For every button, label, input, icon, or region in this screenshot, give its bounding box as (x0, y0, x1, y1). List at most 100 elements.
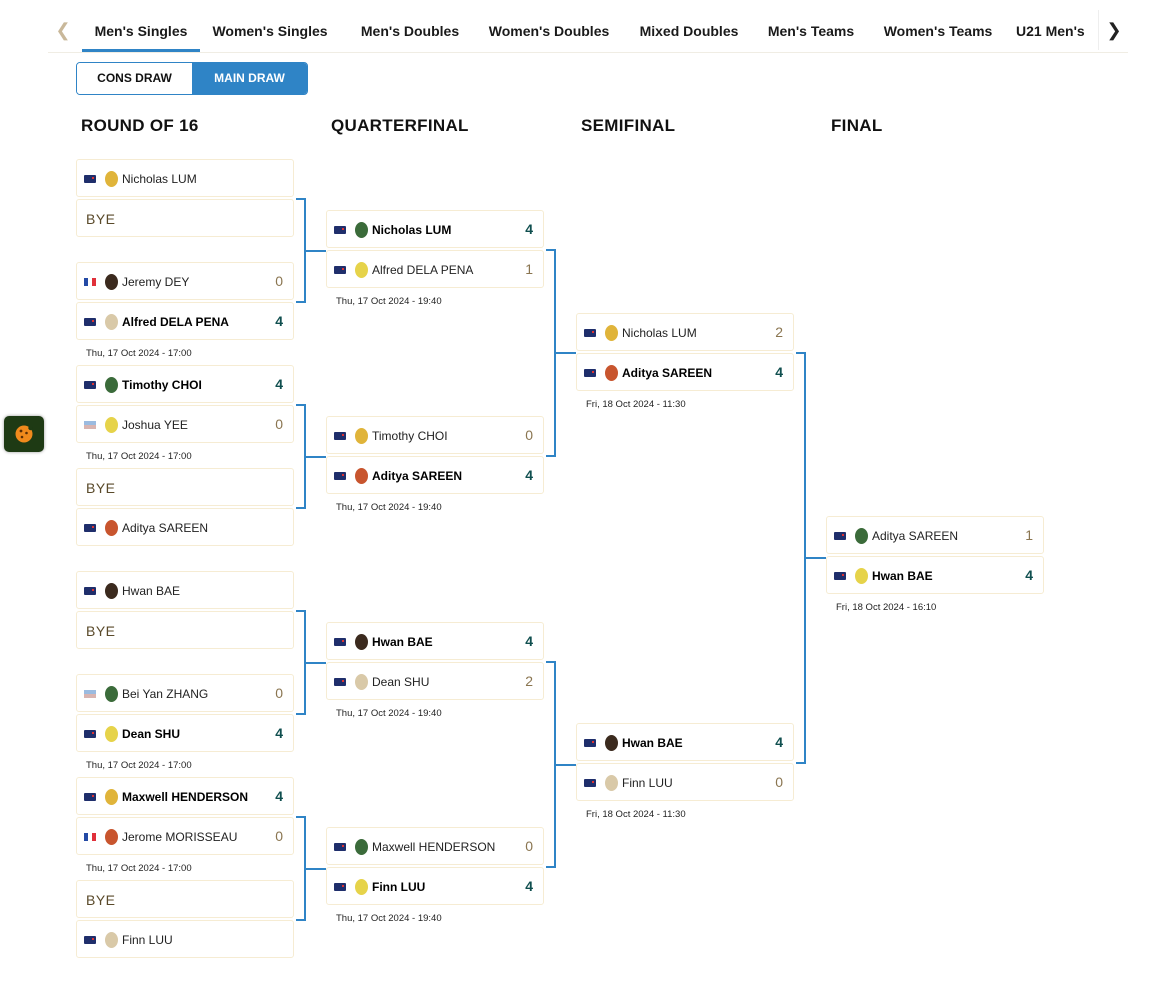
round-title-sf: SEMIFINAL (581, 116, 676, 135)
flag-icon (834, 532, 846, 540)
flag-icon (584, 329, 596, 337)
player-score: 1 (1025, 527, 1033, 543)
player-name: Nicholas LUM (622, 326, 697, 340)
tab-u21-mens[interactable]: U21 Men's (1016, 23, 1085, 39)
player-row[interactable]: Finn LUU (76, 920, 294, 958)
tab-mens-teams[interactable]: Men's Teams (767, 23, 855, 39)
player-avatar (605, 775, 618, 791)
match-time: Fri, 18 Oct 2024 - 16:10 (836, 602, 937, 613)
player-name: Jerome MORISSEAU (122, 830, 238, 844)
bye-row[interactable]: BYE (76, 199, 294, 237)
player-avatar (355, 634, 368, 650)
player-row[interactable]: Hwan BAE (76, 571, 294, 609)
bracket-connector-out (306, 661, 326, 664)
chevron-left-icon[interactable]: ❮ (55, 19, 71, 40)
bracket-connector-out (306, 867, 326, 870)
event-tab-bar: ❮ Men's Singles Women's Singles Men's Do… (48, 0, 1128, 53)
player-avatar (105, 520, 118, 536)
player-score: 4 (525, 633, 533, 649)
player-score: 2 (775, 324, 783, 340)
player-score: 0 (775, 774, 783, 790)
player-avatar (105, 789, 118, 805)
tab-womens-singles[interactable]: Women's Singles (212, 23, 328, 39)
player-avatar (105, 377, 118, 393)
player-row[interactable]: Hwan BAE 4 (326, 622, 544, 660)
flag-icon (584, 739, 596, 747)
flag-icon (84, 587, 96, 595)
tab-mixed-doubles[interactable]: Mixed Doubles (639, 23, 739, 39)
player-avatar (105, 583, 118, 599)
flag-icon (334, 678, 346, 686)
flag-icon (84, 175, 96, 183)
cookie-settings-button[interactable] (4, 416, 44, 452)
player-score: 4 (525, 467, 533, 483)
player-score: 0 (275, 273, 283, 289)
player-row[interactable]: Aditya SAREEN 1 (826, 516, 1044, 554)
player-name: Aditya SAREEN (372, 469, 463, 483)
chevron-right-icon[interactable]: ❯ (1098, 10, 1129, 50)
player-score: 4 (775, 734, 783, 750)
cons-draw-button[interactable]: CONS DRAW (77, 63, 192, 94)
bracket-connector-out (556, 763, 576, 766)
flag-icon (84, 421, 96, 429)
player-avatar (605, 735, 618, 751)
flag-icon (334, 843, 346, 851)
bye-row[interactable]: BYE (76, 880, 294, 918)
main-draw-button[interactable]: MAIN DRAW (192, 63, 307, 94)
flag-icon (84, 524, 96, 532)
player-row[interactable]: Aditya SAREEN 4 (326, 456, 544, 494)
bye-row[interactable]: BYE (76, 611, 294, 649)
round-title-qf: QUARTERFINAL (331, 116, 469, 135)
tab-mens-doubles[interactable]: Men's Doubles (360, 23, 460, 39)
bracket-connector (796, 352, 806, 764)
bye-label: BYE (86, 623, 116, 639)
match-time: Thu, 17 Oct 2024 - 19:40 (336, 296, 442, 307)
match-time: Fri, 18 Oct 2024 - 11:30 (586, 399, 686, 410)
player-avatar (105, 932, 118, 948)
player-avatar (355, 674, 368, 690)
flag-icon (834, 572, 846, 580)
player-row[interactable]: Aditya SAREEN (76, 508, 294, 546)
player-score: 4 (775, 364, 783, 380)
player-score: 4 (275, 376, 283, 392)
player-avatar (855, 568, 868, 584)
player-name: Aditya SAREEN (872, 529, 959, 543)
cookie-icon (15, 425, 33, 443)
player-row[interactable]: Nicholas LUM (76, 159, 294, 197)
tab-womens-teams[interactable]: Women's Teams (883, 23, 993, 39)
round-title-final: FINAL (831, 116, 883, 135)
player-name: Alfred DELA PENA (122, 315, 229, 329)
player-avatar (355, 262, 368, 278)
player-avatar (855, 528, 868, 544)
player-avatar (355, 839, 368, 855)
flag-icon (84, 690, 96, 698)
player-name: Finn LUU (372, 880, 426, 894)
tab-womens-doubles[interactable]: Women's Doubles (488, 23, 610, 39)
player-name: Hwan BAE (372, 635, 433, 649)
tab-mens-singles[interactable]: Men's Singles (82, 0, 200, 52)
bye-label: BYE (86, 480, 116, 496)
player-name: Hwan BAE (872, 569, 933, 583)
match-time: Thu, 17 Oct 2024 - 19:40 (336, 708, 442, 719)
player-row[interactable]: Nicholas LUM 2 (576, 313, 794, 351)
flag-icon (84, 833, 96, 841)
bye-row[interactable]: BYE (76, 468, 294, 506)
